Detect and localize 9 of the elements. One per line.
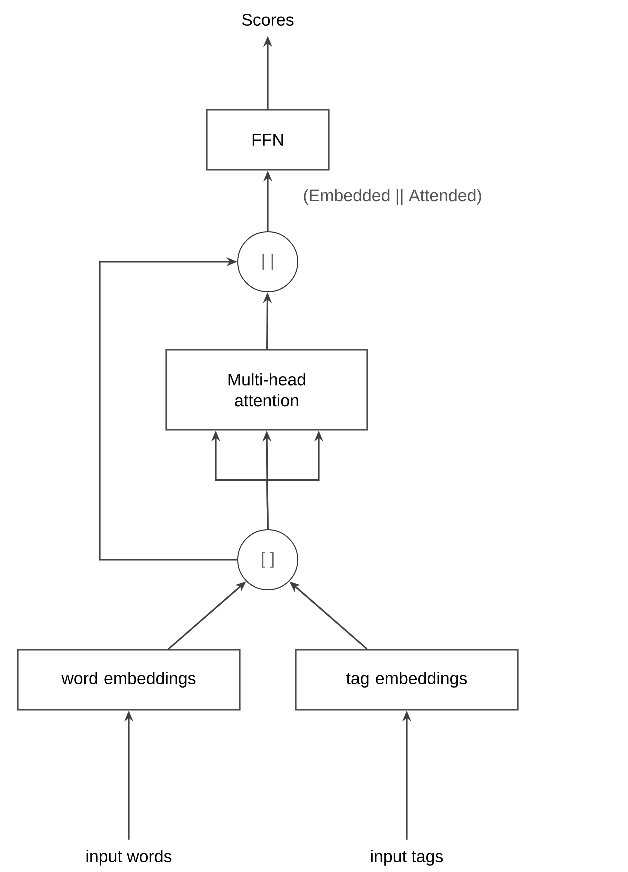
arrow: [99, 257, 238, 561]
process-box: tag embeddings: [295, 649, 519, 711]
node-text: Scores: [242, 14, 294, 26]
node-text: input words: [86, 850, 172, 866]
process-box: Multi-head attention: [166, 349, 368, 431]
edge-label: (Embedded || Attended): [302, 188, 484, 206]
process-box: word embeddings: [17, 649, 241, 711]
node-text: input tags: [371, 850, 444, 866]
process-box: FFN: [206, 109, 330, 171]
